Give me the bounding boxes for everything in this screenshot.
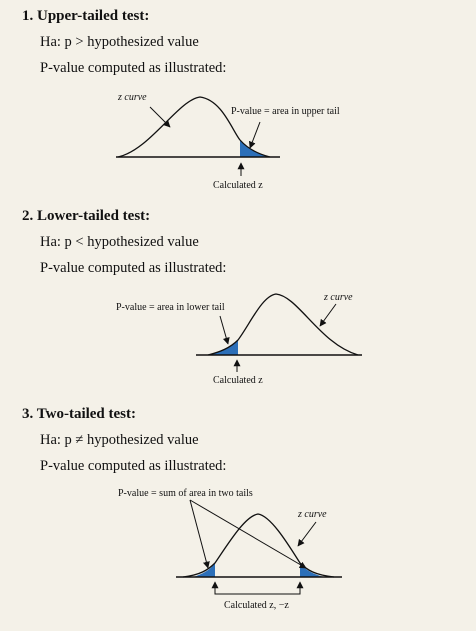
section-2-pvalue-line: P-value computed as illustrated: bbox=[40, 260, 227, 276]
z-curve-1 bbox=[117, 96, 271, 158]
section-1-area-label: P-value = area in upper tail bbox=[231, 106, 340, 117]
curve-pointer-arrow-3 bbox=[297, 521, 317, 547]
section-3-area-label: P-value = sum of area in two tails bbox=[118, 488, 253, 499]
calculated-bracket bbox=[214, 584, 301, 595]
area-pointer-arrow-2 bbox=[219, 315, 230, 345]
section-2-curve-label: z curve bbox=[324, 292, 353, 303]
section-3-pvalue-line: P-value computed as illustrated: bbox=[40, 458, 227, 474]
section-1-curve-label: z curve bbox=[118, 92, 147, 103]
curve-pointer-arrow-1 bbox=[149, 106, 171, 128]
section-3-hypothesis: Ha: p ≠ hypothesized value bbox=[40, 432, 199, 448]
section-2-calculated-label: Calculated z bbox=[213, 375, 263, 386]
section-2-area-label: P-value = area in lower tail bbox=[116, 302, 225, 313]
section-2-hypothesis: Ha: p < hypothesized value bbox=[40, 234, 199, 250]
upper-tail-diagram bbox=[116, 96, 280, 176]
section-2-title: 2. Lower-tailed test: bbox=[22, 208, 151, 224]
section-1-title: 1. Upper-tailed test: bbox=[22, 8, 150, 24]
z-curve-2 bbox=[207, 293, 359, 356]
lower-tail-shaded-area bbox=[208, 340, 238, 355]
lower-tail-diagram bbox=[196, 293, 362, 372]
z-curve-3 bbox=[182, 513, 335, 578]
right-area-pointer-arrow bbox=[189, 499, 307, 569]
left-area-pointer-arrow bbox=[189, 499, 210, 569]
curve-pointer-arrow-2 bbox=[319, 303, 337, 327]
left-tail-shaded-area bbox=[193, 563, 215, 577]
section-1-hypothesis: Ha: p > hypothesized value bbox=[40, 34, 199, 50]
section-3-calculated-label: Calculated z, −z bbox=[224, 600, 289, 611]
section-3-curve-label: z curve bbox=[298, 509, 327, 520]
section-3-title: 3. Two-tailed test: bbox=[22, 406, 137, 422]
upper-tail-shaded-area bbox=[240, 140, 270, 157]
area-pointer-arrow-1 bbox=[248, 121, 261, 149]
right-tail-shaded-area bbox=[300, 563, 324, 577]
two-tail-diagram bbox=[176, 499, 342, 595]
section-1-pvalue-line: P-value computed as illustrated: bbox=[40, 60, 227, 76]
section-1-calculated-label: Calculated z bbox=[213, 180, 263, 191]
